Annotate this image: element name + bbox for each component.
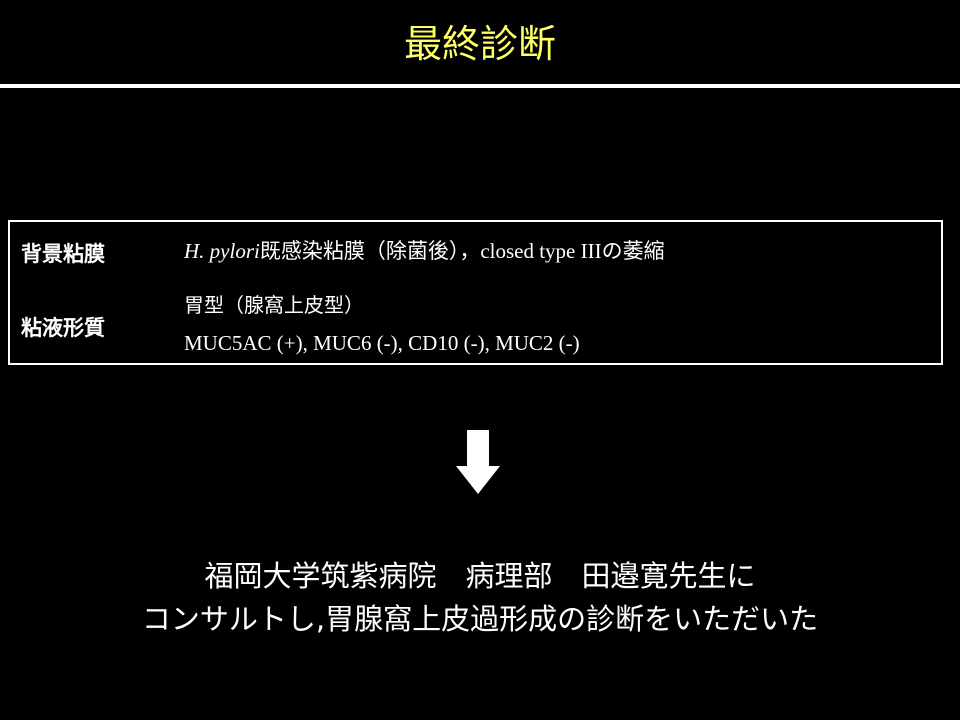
diagnosis-table: 背景粘膜 H. pylori既感染粘膜（除菌後），closed type III… — [8, 220, 943, 365]
consultation-line-1: 福岡大学筑紫病院 病理部 田邉寛先生に — [204, 559, 756, 593]
row-value-mucin-markers: MUC5AC (+), MUC6 (-), CD10 (-), MUC2 (-) — [184, 331, 580, 355]
row-value-background-mucosa: H. pylori既感染粘膜（除菌後），closed type IIIの萎縮 — [184, 236, 665, 266]
row-label-mucin-phenotype: 粘液形質 — [21, 316, 105, 340]
row-value-mucin-type: 胃型（腺窩上皮型） — [184, 293, 364, 317]
consultation-line-2: コンサルトし,胃腺窩上皮過形成の診断をいただいた — [141, 602, 819, 636]
background-mucosa-detail: 既感染粘膜（除菌後），closed type IIIの萎縮 — [259, 239, 665, 263]
title-divider — [0, 84, 960, 88]
slide-title: 最終診断 — [403, 22, 556, 66]
row-label-background-mucosa: 背景粘膜 — [21, 242, 105, 266]
down-arrow-icon — [456, 430, 500, 494]
h-pylori-text: H. pylori — [184, 239, 260, 263]
